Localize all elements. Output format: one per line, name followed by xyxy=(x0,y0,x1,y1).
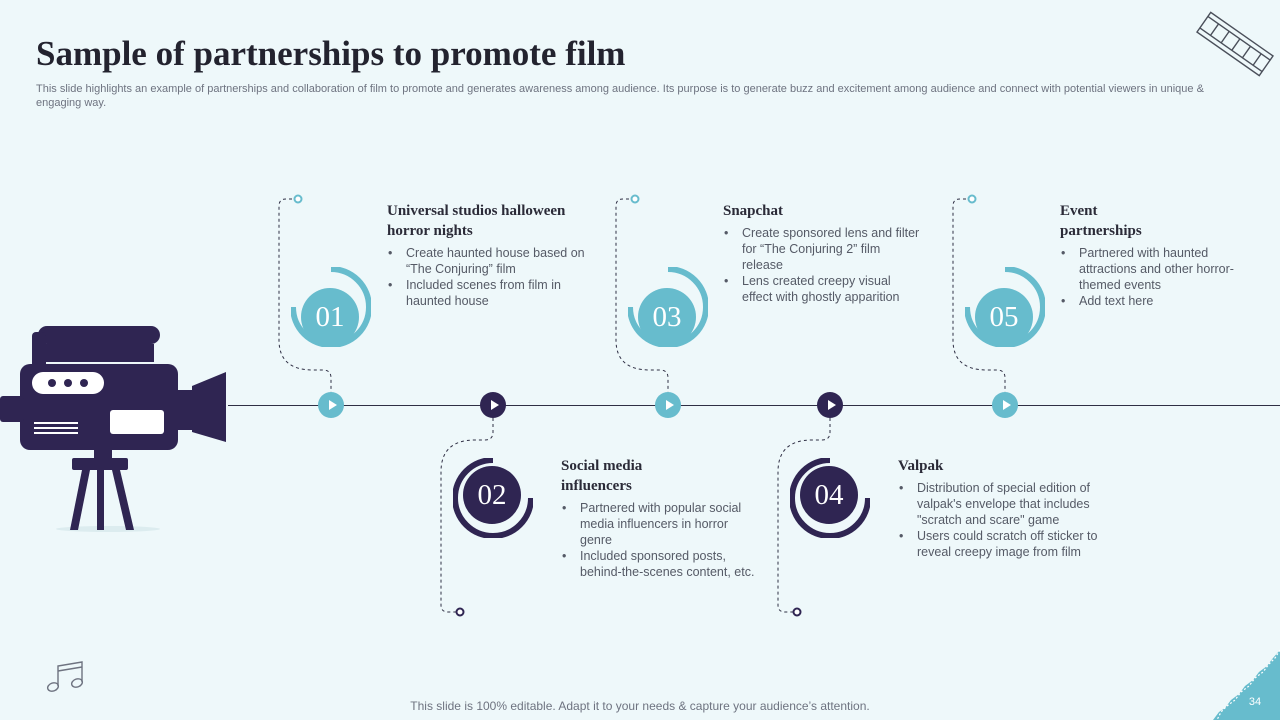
item-number-02: 02 xyxy=(463,466,521,524)
ring-arc-03 xyxy=(628,267,708,347)
bullet-item: Create sponsored lens and filter for “Th… xyxy=(723,225,923,273)
bullet-item: Partnered with popular social media infl… xyxy=(561,500,761,548)
ring-arc-01 xyxy=(291,267,371,347)
timeline-dot-05 xyxy=(992,392,1018,418)
bullet-item: Partnered with haunted attractions and o… xyxy=(1060,245,1250,293)
timeline-dot-01 xyxy=(318,392,344,418)
connector-end-dot xyxy=(293,194,303,204)
card-event-partnerships: Event partnerships Partnered with haunte… xyxy=(1060,201,1250,309)
card-title: Valpak xyxy=(898,458,944,474)
card-social-media-influencers: Social media influencers Partnered with … xyxy=(561,456,761,580)
slide-subtitle: This slide highlights an example of part… xyxy=(36,83,1204,109)
slide-title: Sample of partnerships to promote film xyxy=(36,34,626,73)
page-number: 34 xyxy=(1248,696,1262,708)
ring-arc-04 xyxy=(790,458,870,538)
card-universal-studios: Universal studios halloween horror night… xyxy=(387,201,587,309)
timeline-dot-04 xyxy=(817,392,843,418)
video-camera-icon xyxy=(0,326,226,532)
footer-note: This slide is 100% editable. Adapt it to… xyxy=(410,699,870,713)
bullet-item: Distribution of special edition of valpa… xyxy=(898,480,1098,528)
timeline-dot-03 xyxy=(655,392,681,418)
music-note-icon xyxy=(46,661,84,692)
bullet-item: Included scenes from film in haunted hou… xyxy=(387,277,587,309)
bullet-item: Included sponsored posts, behind-the-sce… xyxy=(561,548,761,580)
bullet-item: Users could scratch off sticker to revea… xyxy=(898,528,1098,560)
bullet-list: Partnered with popular social media infl… xyxy=(561,500,761,580)
card-title: Social media influencers xyxy=(561,458,643,494)
card-title: Universal studios halloween horror night… xyxy=(387,203,566,239)
bullet-list: Create sponsored lens and filter for “Th… xyxy=(723,225,923,305)
bullet-list: Create haunted house based on “The Conju… xyxy=(387,245,587,309)
card-title: Event partnerships xyxy=(1060,203,1142,239)
item-number-03: 03 xyxy=(638,288,696,346)
bullet-list: Partnered with haunted attractions and o… xyxy=(1060,245,1250,309)
timeline-line xyxy=(228,405,1280,406)
corner-decoration xyxy=(1213,649,1280,720)
ring-arc-05 xyxy=(965,267,1045,347)
connector-end-dot xyxy=(630,194,640,204)
card-valpak: Valpak Distribution of special edition o… xyxy=(898,456,1098,560)
connector-end-dot xyxy=(967,194,977,204)
ring-arc-02 xyxy=(453,458,533,538)
item-number-05: 05 xyxy=(975,288,1033,346)
bullet-item: Lens created creepy visual effect with g… xyxy=(723,273,923,305)
film-strip-icon xyxy=(1196,11,1274,77)
item-number-04: 04 xyxy=(800,466,858,524)
card-title: Snapchat xyxy=(723,203,784,219)
card-snapchat: Snapchat Create sponsored lens and filte… xyxy=(723,201,923,305)
connector-end-dot xyxy=(455,607,465,617)
connector-end-dot xyxy=(792,607,802,617)
bullet-list: Distribution of special edition of valpa… xyxy=(898,480,1098,560)
bullet-item: Create haunted house based on “The Conju… xyxy=(387,245,587,277)
bullet-item: Add text here xyxy=(1060,293,1250,309)
item-number-01: 01 xyxy=(301,288,359,346)
timeline-dot-02 xyxy=(480,392,506,418)
